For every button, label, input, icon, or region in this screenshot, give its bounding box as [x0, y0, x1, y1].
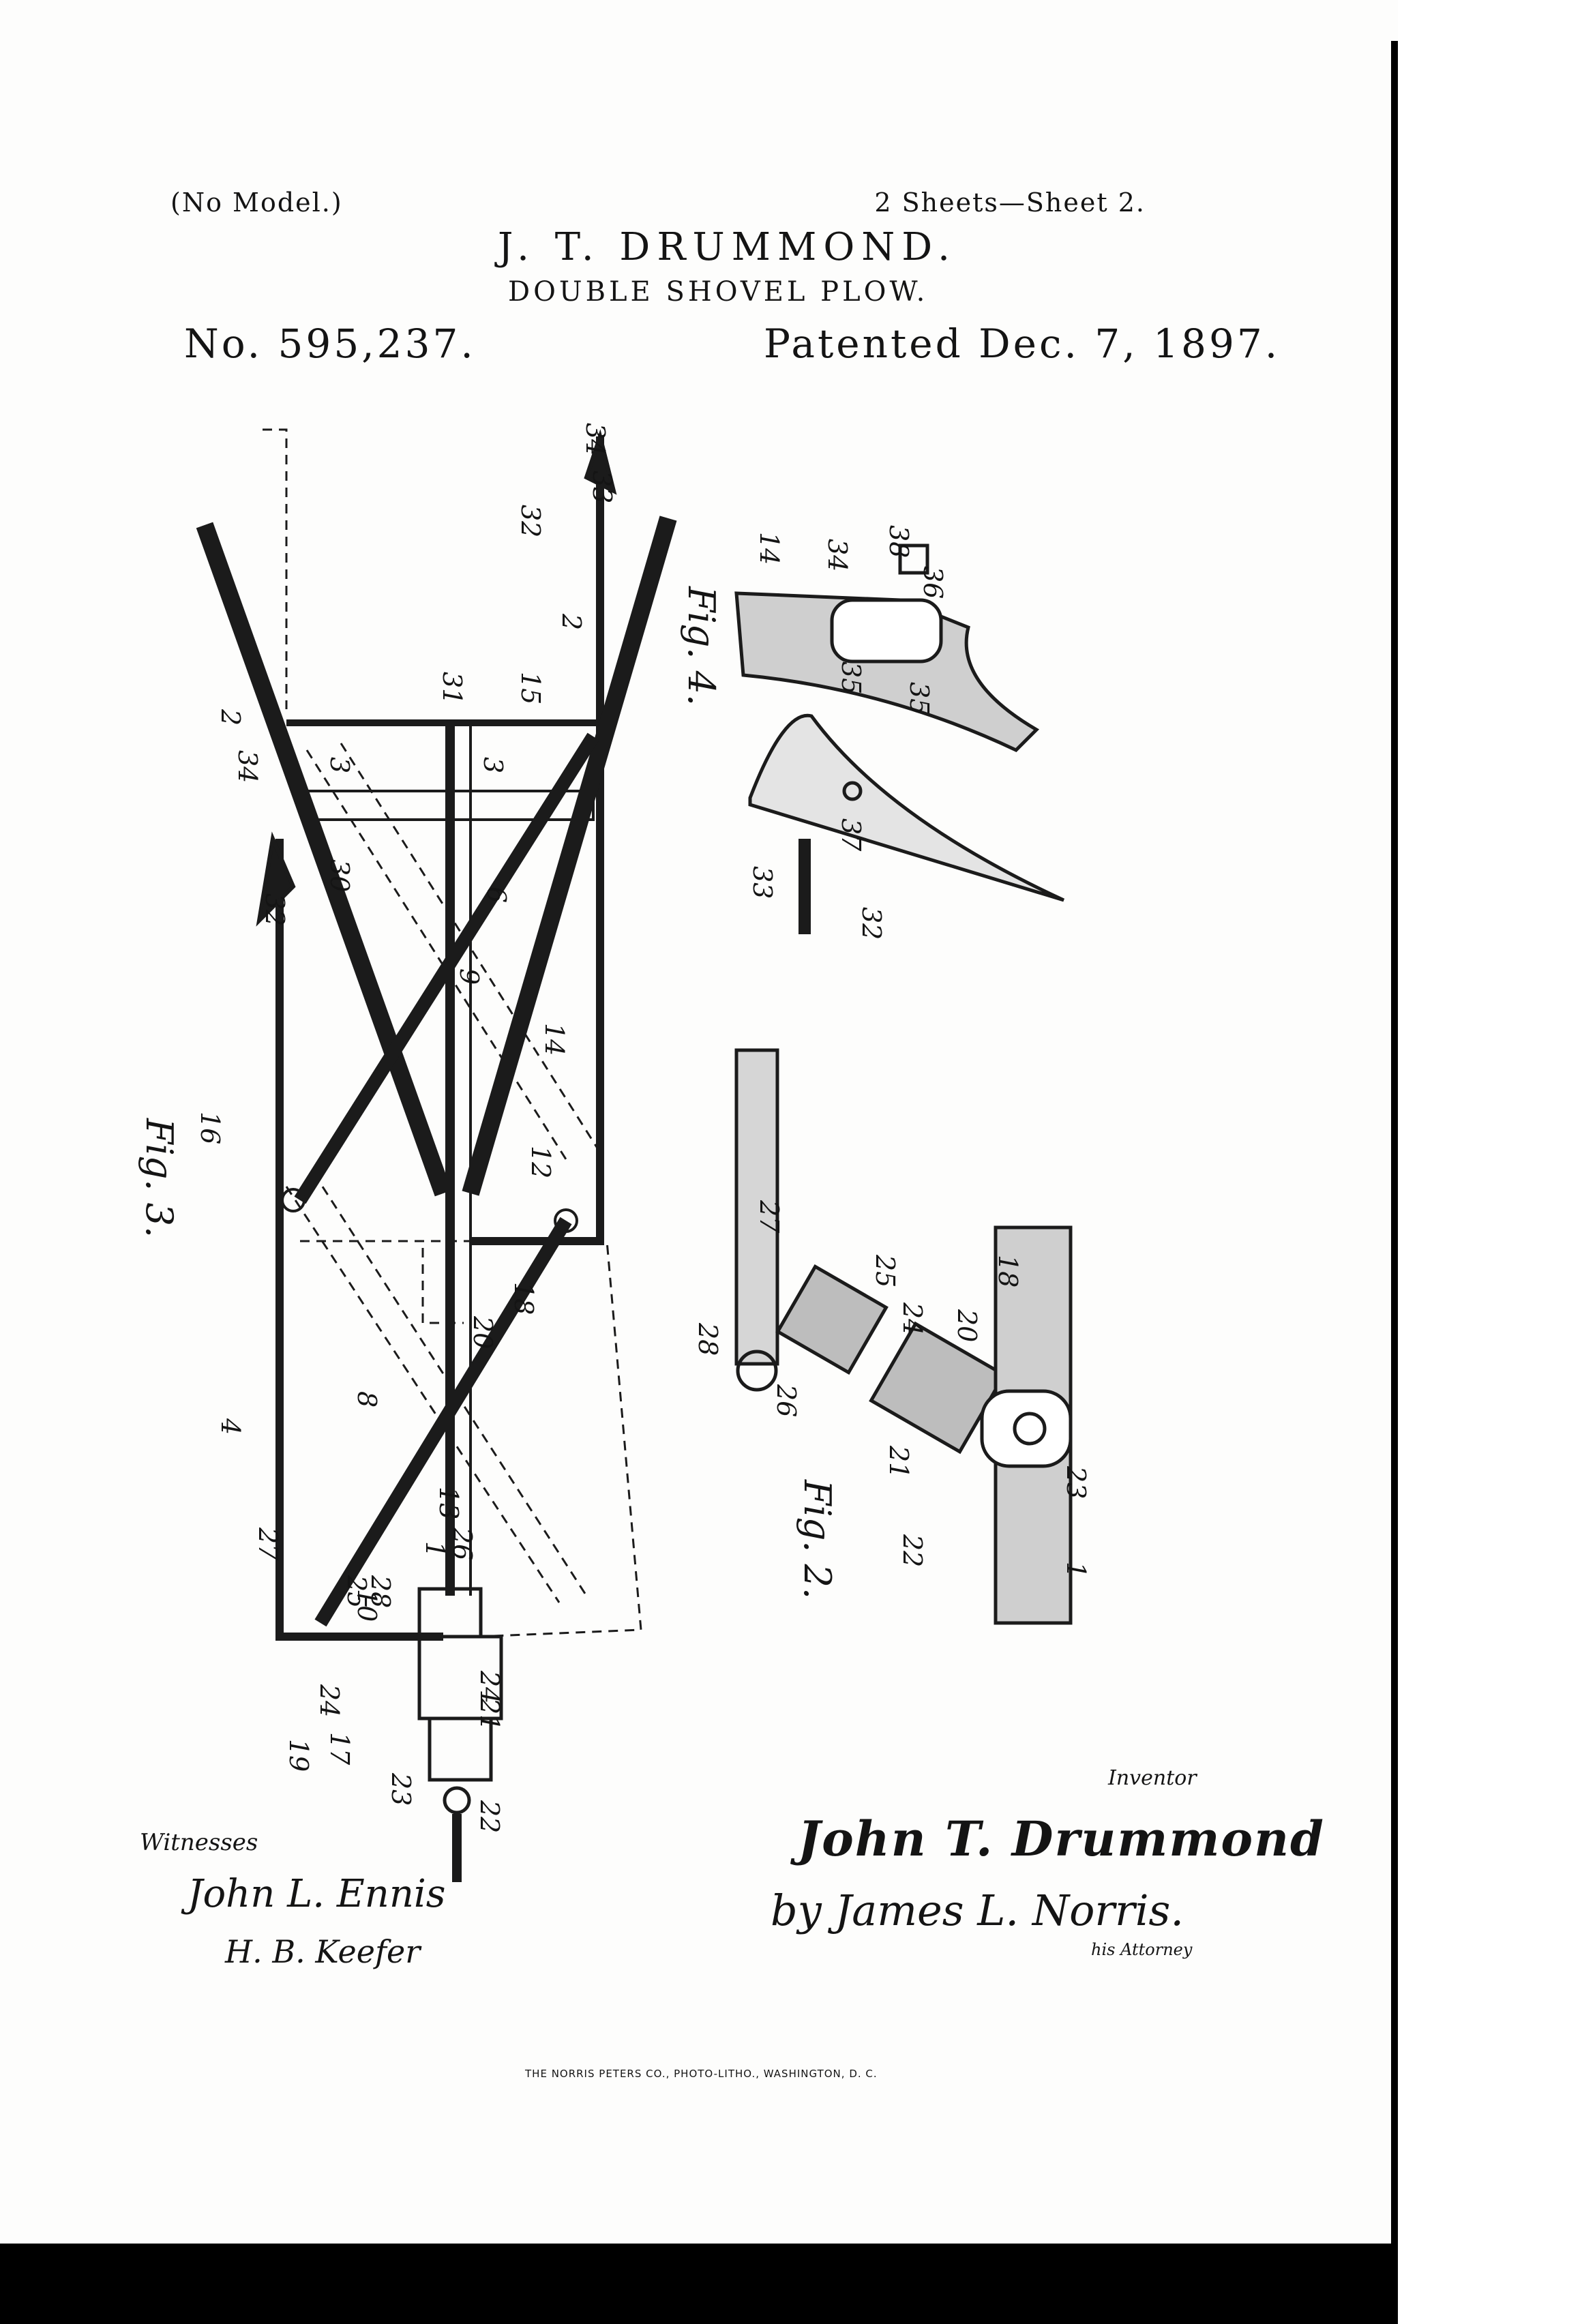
fig4-numeral: 35 [904, 682, 934, 715]
witness-1-signature: John L. Ennis [188, 1872, 446, 1916]
fig3-numeral: 24 [475, 1671, 505, 1703]
witness-2-signature: H. B. Keefer [225, 1933, 420, 1970]
fig2-numeral: 22 [897, 1534, 927, 1567]
fig3-numeral: 15 [516, 672, 546, 704]
fig3-numeral: 1 [420, 1541, 450, 1558]
fig3-numeral: 4 [215, 1418, 245, 1435]
attorney-signature: by James L. Norris. [771, 1886, 1184, 1935]
inventor-signature: John T. Drummond [798, 1811, 1325, 1867]
fig3-numeral: 32 [516, 505, 546, 537]
fig3-numeral: 23 [386, 1773, 416, 1806]
fig3-numeral: 19 [284, 1739, 314, 1772]
fig2-numeral: 23 [1061, 1466, 1091, 1499]
fig3-numeral: 27 [253, 1528, 283, 1560]
fig4-numeral: 14 [754, 532, 784, 565]
fig4-numeral: 37 [836, 818, 866, 851]
fig3-numeral: 33 [587, 471, 617, 503]
fig2-numeral: 27 [754, 1200, 784, 1233]
fig3-numeral: 9 [454, 968, 484, 985]
fig3-numeral: 22 [475, 1800, 505, 1833]
fig2-numeral: 20 [952, 1309, 982, 1342]
fig3-numeral: 14 [539, 1023, 569, 1056]
fig4-numeral: 34 [822, 539, 852, 571]
fig2-numeral: 25 [870, 1255, 900, 1287]
printer-credit: THE NORRIS PETERS CO., PHOTO-LITHO., WAS… [525, 2068, 878, 2080]
fig4-numeral: 33 [747, 866, 777, 899]
fig2-numeral: 1 [1061, 1562, 1091, 1578]
hitch-bolt-22 [445, 1788, 469, 1813]
fig3-numeral: 24 [314, 1684, 344, 1717]
attorney-label: his Attorney [1091, 1940, 1192, 1959]
fig2-numeral: 18 [993, 1255, 1023, 1287]
fig2-numeral: 24 [897, 1302, 927, 1335]
fig3-numeral: 8 [352, 1391, 382, 1407]
fig3-numeral: 6 [481, 887, 511, 903]
clevis-23 [982, 1391, 1071, 1466]
fig4-numeral: 38 [884, 525, 914, 558]
fig3-numeral: 2 [556, 614, 586, 630]
fig3-label: Fig. 3. [138, 1118, 181, 1238]
fig3-numeral: 16 [195, 1112, 225, 1144]
fig3-numeral: 30 [325, 859, 355, 892]
fig4-numeral: 32 [856, 907, 886, 940]
handle-left [205, 525, 443, 1193]
figure-3 [205, 430, 668, 1882]
fig3-numeral: 17 [325, 1732, 355, 1765]
fig3-numeral: 26 [447, 1528, 477, 1560]
figure-4 [736, 546, 1064, 934]
fig3-numeral: 25 [342, 1575, 372, 1608]
witnesses-label: Witnesses [140, 1829, 258, 1856]
fig2-label: Fig. 2. [796, 1480, 839, 1599]
fig3-numeral: 18 [509, 1282, 539, 1315]
inventor-label: Inventor [1108, 1766, 1197, 1790]
clamp-35 [832, 600, 941, 661]
fig3-numeral: 3 [478, 757, 508, 773]
fig3-numeral: 2 [215, 709, 245, 726]
fig3-numeral: 32 [260, 893, 290, 926]
fig2-numeral: 26 [771, 1384, 801, 1417]
fig4-label: Fig. 4. [680, 586, 723, 706]
fig4-numeral: 35 [836, 661, 866, 694]
fig3-numeral: 34 [580, 423, 610, 456]
fig3-numeral: 20 [468, 1316, 498, 1349]
fig3-numeral: 13 [434, 1487, 464, 1519]
fig2-numeral: 21 [884, 1446, 914, 1478]
fig3-numeral: 12 [526, 1146, 556, 1178]
fig3-numeral: 34 [233, 750, 263, 783]
fig2-numeral: 28 [693, 1323, 723, 1356]
fig3-numeral: 3 [325, 757, 355, 773]
hitch-block-24 [419, 1589, 481, 1637]
brace-4 [320, 1221, 566, 1623]
fig4-numeral: 36 [918, 566, 948, 599]
fig3-numeral: 31 [437, 672, 467, 704]
